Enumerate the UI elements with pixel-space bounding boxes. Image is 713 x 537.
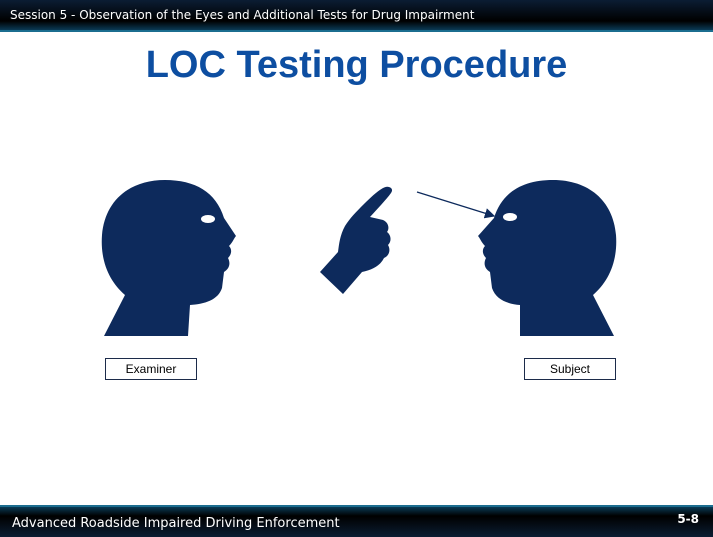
page-title: LOC Testing Procedure [145, 44, 568, 86]
arrow-icon [416, 191, 496, 219]
course-title: Advanced Roadside Impaired Driving Enfor… [12, 516, 340, 531]
subject-head-icon [478, 180, 617, 336]
examiner-label: Examiner [105, 358, 197, 380]
session-title: Session 5 - Observation of the Eyes and … [10, 8, 475, 22]
subject-label: Subject [524, 358, 616, 380]
examiner-head-icon [101, 180, 237, 336]
footer-bar: Advanced Roadside Impaired Driving Enfor… [0, 505, 713, 537]
header-bar: Session 5 - Observation of the Eyes and … [0, 0, 713, 32]
page-number: 5-8 [677, 512, 699, 526]
pointing-hand-icon [320, 186, 393, 294]
